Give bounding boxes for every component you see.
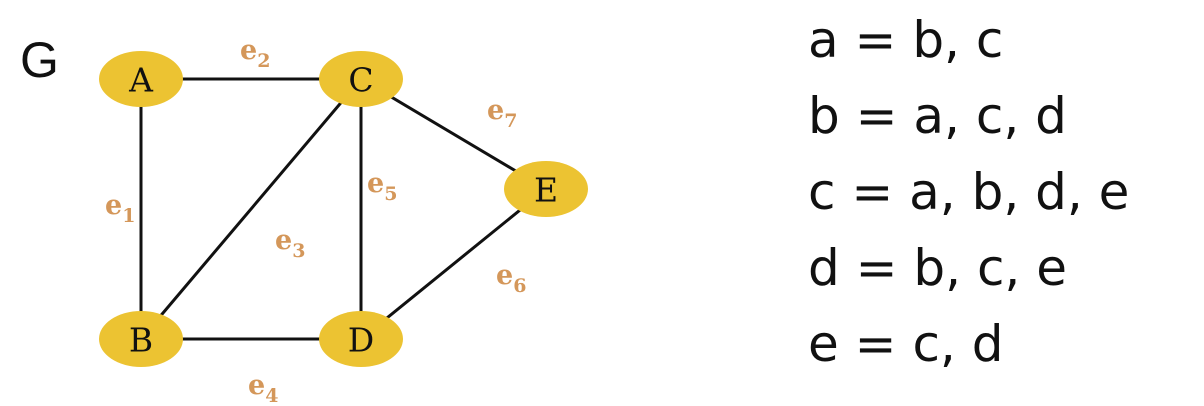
- edge-e3-line: [139, 78, 363, 340]
- nodes-layer: A B C D E: [99, 51, 588, 367]
- node-c-label: C: [348, 61, 373, 100]
- edge-label-subscript: 5: [384, 183, 397, 205]
- edge-label-e3: e3: [275, 225, 305, 262]
- edge-label-subscript: 6: [513, 275, 526, 297]
- edge-label-e5: e5: [367, 168, 397, 205]
- adjacency-row-e: e = c, d: [808, 315, 1004, 373]
- edge-label-e4: e4: [248, 370, 278, 406]
- node-e-ellipse: [504, 161, 588, 217]
- edge-label-base: e: [240, 35, 257, 66]
- adjacency-row-b: b = a, c, d: [808, 87, 1067, 145]
- edge-label-base: e: [496, 260, 513, 291]
- edge-label-subscript: 1: [122, 205, 135, 227]
- edge-label-e6: e6: [496, 260, 526, 297]
- node-d-ellipse: [319, 311, 403, 367]
- edge-label-base: e: [105, 190, 122, 221]
- edge-label-base: e: [367, 168, 384, 199]
- edge-label-e1: e1: [105, 190, 135, 227]
- node-b-label: B: [129, 321, 153, 360]
- edge-label-e2: e2: [240, 35, 270, 72]
- edge-label-subscript: 7: [504, 110, 517, 132]
- node-a-ellipse: [99, 51, 183, 107]
- node-e-label: E: [534, 171, 558, 210]
- adjacency-row-d: d = b, c, e: [808, 239, 1067, 297]
- graph-name: G: [20, 32, 59, 88]
- edge-label-base: e: [275, 225, 292, 256]
- edge-label-e7: e7: [487, 95, 517, 132]
- adjacency-list: a = b, c b = a, c, d c = a, b, d, e d = …: [808, 2, 1129, 382]
- node-b-ellipse: [99, 311, 183, 367]
- node-a-label: A: [128, 61, 154, 100]
- edge-label-base: e: [487, 95, 504, 126]
- node-b: B: [99, 311, 183, 367]
- adjacency-row-c: c = a, b, d, e: [808, 163, 1130, 221]
- edge-e6-line: [360, 187, 547, 341]
- node-d-label: D: [348, 321, 374, 360]
- adjacency-row-a: a = b, c: [808, 11, 1004, 69]
- edge-label-subscript: 2: [257, 50, 270, 72]
- node-e: E: [504, 161, 588, 217]
- edge-label-subscript: 3: [292, 240, 305, 262]
- node-c: C: [319, 51, 403, 107]
- edges-layer: [139, 77, 547, 341]
- edge-label-subscript: 4: [265, 385, 278, 406]
- node-a: A: [99, 51, 183, 107]
- node-d: D: [319, 311, 403, 367]
- node-c-ellipse: [319, 51, 403, 107]
- edge-label-base: e: [248, 370, 265, 401]
